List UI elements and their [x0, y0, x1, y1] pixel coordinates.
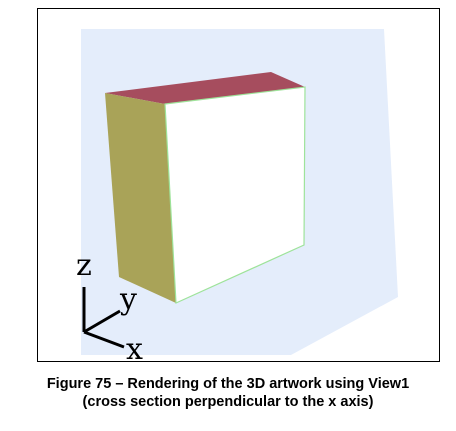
rendering-3d-artwork: z y x	[76, 29, 398, 361]
caption-line-1: Figure 75 – Rendering of the 3D artwork …	[46, 376, 410, 392]
x-axis-label: x	[126, 332, 143, 361]
x-axis-line	[83, 330, 125, 349]
caption-line-2: (cross section perpendicular to the x ax…	[82, 394, 374, 410]
block-top-face	[105, 72, 305, 104]
axis-triad: z y x	[76, 248, 143, 361]
figure-frame: z y x	[37, 8, 440, 362]
y-axis-label: y	[119, 282, 137, 317]
block-front-face	[164, 86, 306, 304]
figure-caption: Figure 75 – Rendering of the 3D artwork …	[0, 375, 456, 411]
z-axis-label: z	[76, 248, 92, 283]
block-side-face	[105, 93, 176, 303]
y-axis-line	[83, 309, 121, 334]
